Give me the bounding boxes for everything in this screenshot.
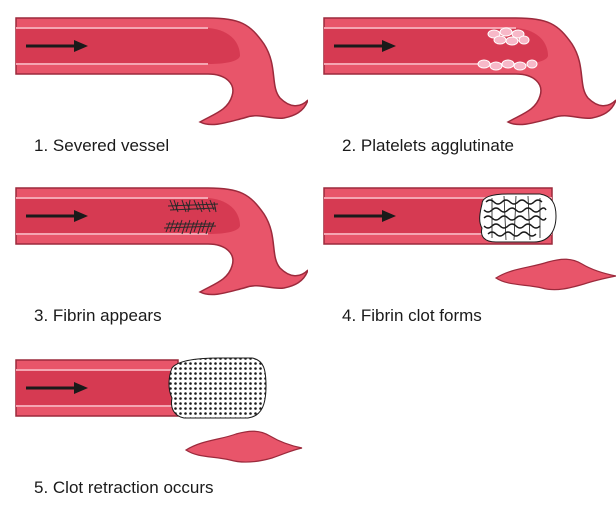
step-1-panel: 1. Severed vessel <box>8 4 308 169</box>
severed-vessel-end <box>186 431 302 462</box>
fibrin-clot <box>480 194 556 242</box>
severed-vessel-illustration <box>8 4 308 129</box>
step-caption: 5. Clot retraction occurs <box>34 478 214 498</box>
step-3-panel: 3. Fibrin appears <box>8 174 308 339</box>
step-5-panel: 5. Clot retraction occurs <box>8 346 308 511</box>
fibrin-appears-illustration <box>8 174 308 299</box>
step-2-panel: 2. Platelets agglutinate <box>316 4 616 169</box>
clot-retraction-illustration <box>8 346 308 471</box>
step-caption: 2. Platelets agglutinate <box>342 136 514 156</box>
step-caption: 1. Severed vessel <box>34 136 169 156</box>
platelets-illustration <box>316 4 616 129</box>
step-caption: 3. Fibrin appears <box>34 306 162 326</box>
retracted-clot <box>169 358 266 418</box>
step-caption: 4. Fibrin clot forms <box>342 306 482 326</box>
step-4-panel: 4. Fibrin clot forms <box>316 174 616 339</box>
severed-vessel-end <box>496 259 616 289</box>
fibrin-clot-illustration <box>316 174 616 299</box>
